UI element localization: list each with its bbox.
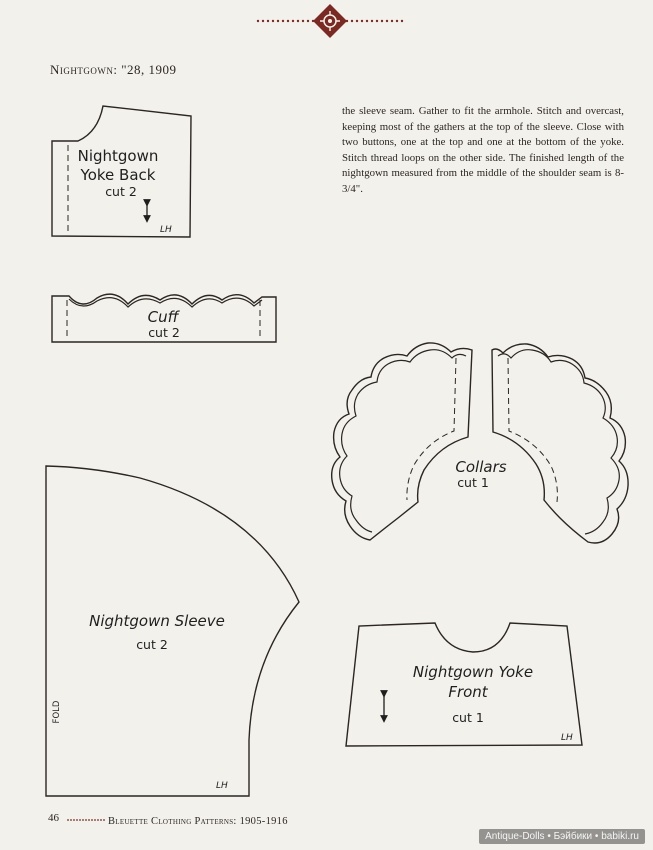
ornament-dots-right bbox=[345, 19, 404, 23]
cuff-label: Cuff bbox=[148, 308, 181, 326]
yoke-front-label-2: Front bbox=[448, 683, 488, 701]
cuff-scallop-fill bbox=[68, 297, 263, 308]
pattern-yoke-back: Nightgown Yoke Back cut 2 LH bbox=[51, 105, 192, 238]
collar-left-seam bbox=[406, 357, 457, 501]
yoke-back-label-2: Yoke Back bbox=[80, 166, 156, 184]
pattern-yoke-front: Nightgown Yoke Front cut 1 LH bbox=[345, 622, 583, 747]
collars-cut: cut 1 bbox=[457, 475, 489, 490]
instructions-paragraph: the sleeve seam. Gather to fit the armho… bbox=[342, 105, 624, 195]
yoke-front-cut: cut 1 bbox=[452, 710, 484, 725]
sleeve-fold-label: FOLD bbox=[52, 700, 62, 723]
sleeve-label: Nightgown Sleeve bbox=[89, 612, 225, 630]
cuff-outline bbox=[51, 293, 277, 343]
pattern-cuff: Cuff cut 2 bbox=[51, 293, 277, 343]
pattern-collars: Collars cut 1 bbox=[330, 342, 629, 544]
yoke-front-label-1: Nightgown Yoke bbox=[413, 663, 533, 681]
sleeve-outline bbox=[45, 465, 300, 797]
sleeve-initials: LH bbox=[216, 781, 228, 791]
watermark: Antique-Dolls • Бэйбики • babiki.ru bbox=[479, 829, 645, 844]
page-number: 46 bbox=[48, 812, 59, 824]
cuff-cut: cut 2 bbox=[148, 325, 180, 340]
collar-right-scallop bbox=[497, 349, 620, 535]
footer-dots bbox=[67, 819, 105, 821]
collar-left-scallop bbox=[339, 349, 467, 533]
yoke-front-initials: LH bbox=[561, 733, 573, 743]
ornament-dots-left bbox=[256, 19, 315, 23]
ornament-divider bbox=[256, 4, 404, 38]
sleeve-cut: cut 2 bbox=[136, 637, 168, 652]
yoke-back-outline bbox=[51, 105, 192, 238]
book-title: Bleuette Clothing Patterns: 1905-1916 bbox=[108, 816, 288, 827]
collar-left-outline bbox=[330, 342, 473, 541]
page-title: Nightgown: "28, 1909 bbox=[50, 62, 177, 77]
yoke-back-cut: cut 2 bbox=[105, 184, 137, 199]
pattern-sleeve: Nightgown Sleeve cut 2 FOLD LH bbox=[45, 465, 300, 797]
collar-right-outline bbox=[491, 343, 629, 544]
collars-label: Collars bbox=[455, 458, 506, 476]
yoke-front-outline bbox=[345, 622, 583, 747]
yoke-back-initials: LH bbox=[160, 225, 172, 235]
yoke-back-label-1: Nightgown bbox=[78, 147, 159, 165]
collar-right-seam bbox=[507, 357, 558, 503]
